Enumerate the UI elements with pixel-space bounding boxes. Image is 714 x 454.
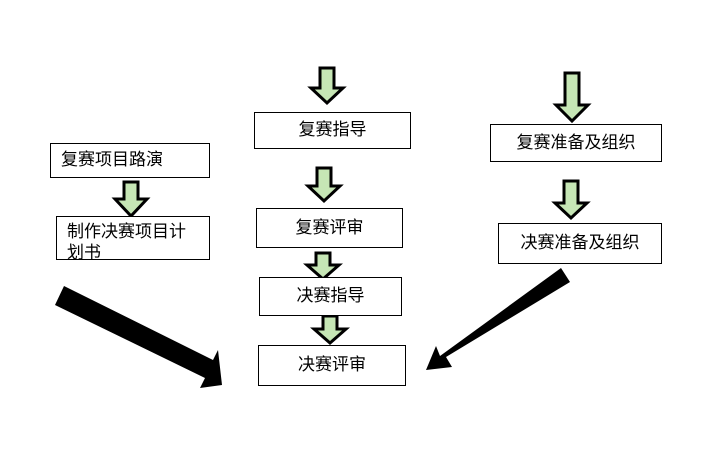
box-semifinal-guidance: 复赛指导: [254, 112, 411, 149]
down-arrow-center-3: [303, 251, 343, 281]
box-final-preparation: 决赛准备及组织: [498, 223, 662, 264]
box-final-review: 决赛评审: [258, 345, 406, 386]
box-label: 复赛准备及组织: [516, 132, 636, 153]
box-semifinal-preparation: 复赛准备及组织: [490, 124, 662, 162]
box-label: 决赛准备及组织: [520, 233, 640, 253]
box-final-guidance: 决赛指导: [259, 277, 402, 316]
box-label: 复赛项目路演: [61, 150, 163, 170]
down-arrow-left: [111, 180, 151, 219]
box-label: 复赛指导: [298, 120, 367, 140]
box-label: 决赛评审: [298, 355, 366, 375]
down-arrow-center-2: [304, 166, 344, 204]
big-arrow-left: [55, 286, 222, 388]
big-arrow-right: [426, 268, 570, 370]
box-semifinal-roadshow: 复赛项目路演: [50, 143, 210, 178]
box-label: 制作决赛项目计划书: [67, 222, 186, 260]
down-arrow-right-2: [551, 179, 591, 221]
box-semifinal-review: 复赛评审: [256, 208, 403, 248]
down-arrow-right-top: [552, 71, 592, 124]
box-final-business-plan: 制作决赛项目计划书: [56, 216, 210, 260]
box-label: 复赛评审: [295, 217, 364, 238]
box-label: 决赛指导: [296, 286, 365, 306]
down-arrow-center-top: [307, 66, 347, 106]
down-arrow-center-4: [310, 314, 350, 345]
